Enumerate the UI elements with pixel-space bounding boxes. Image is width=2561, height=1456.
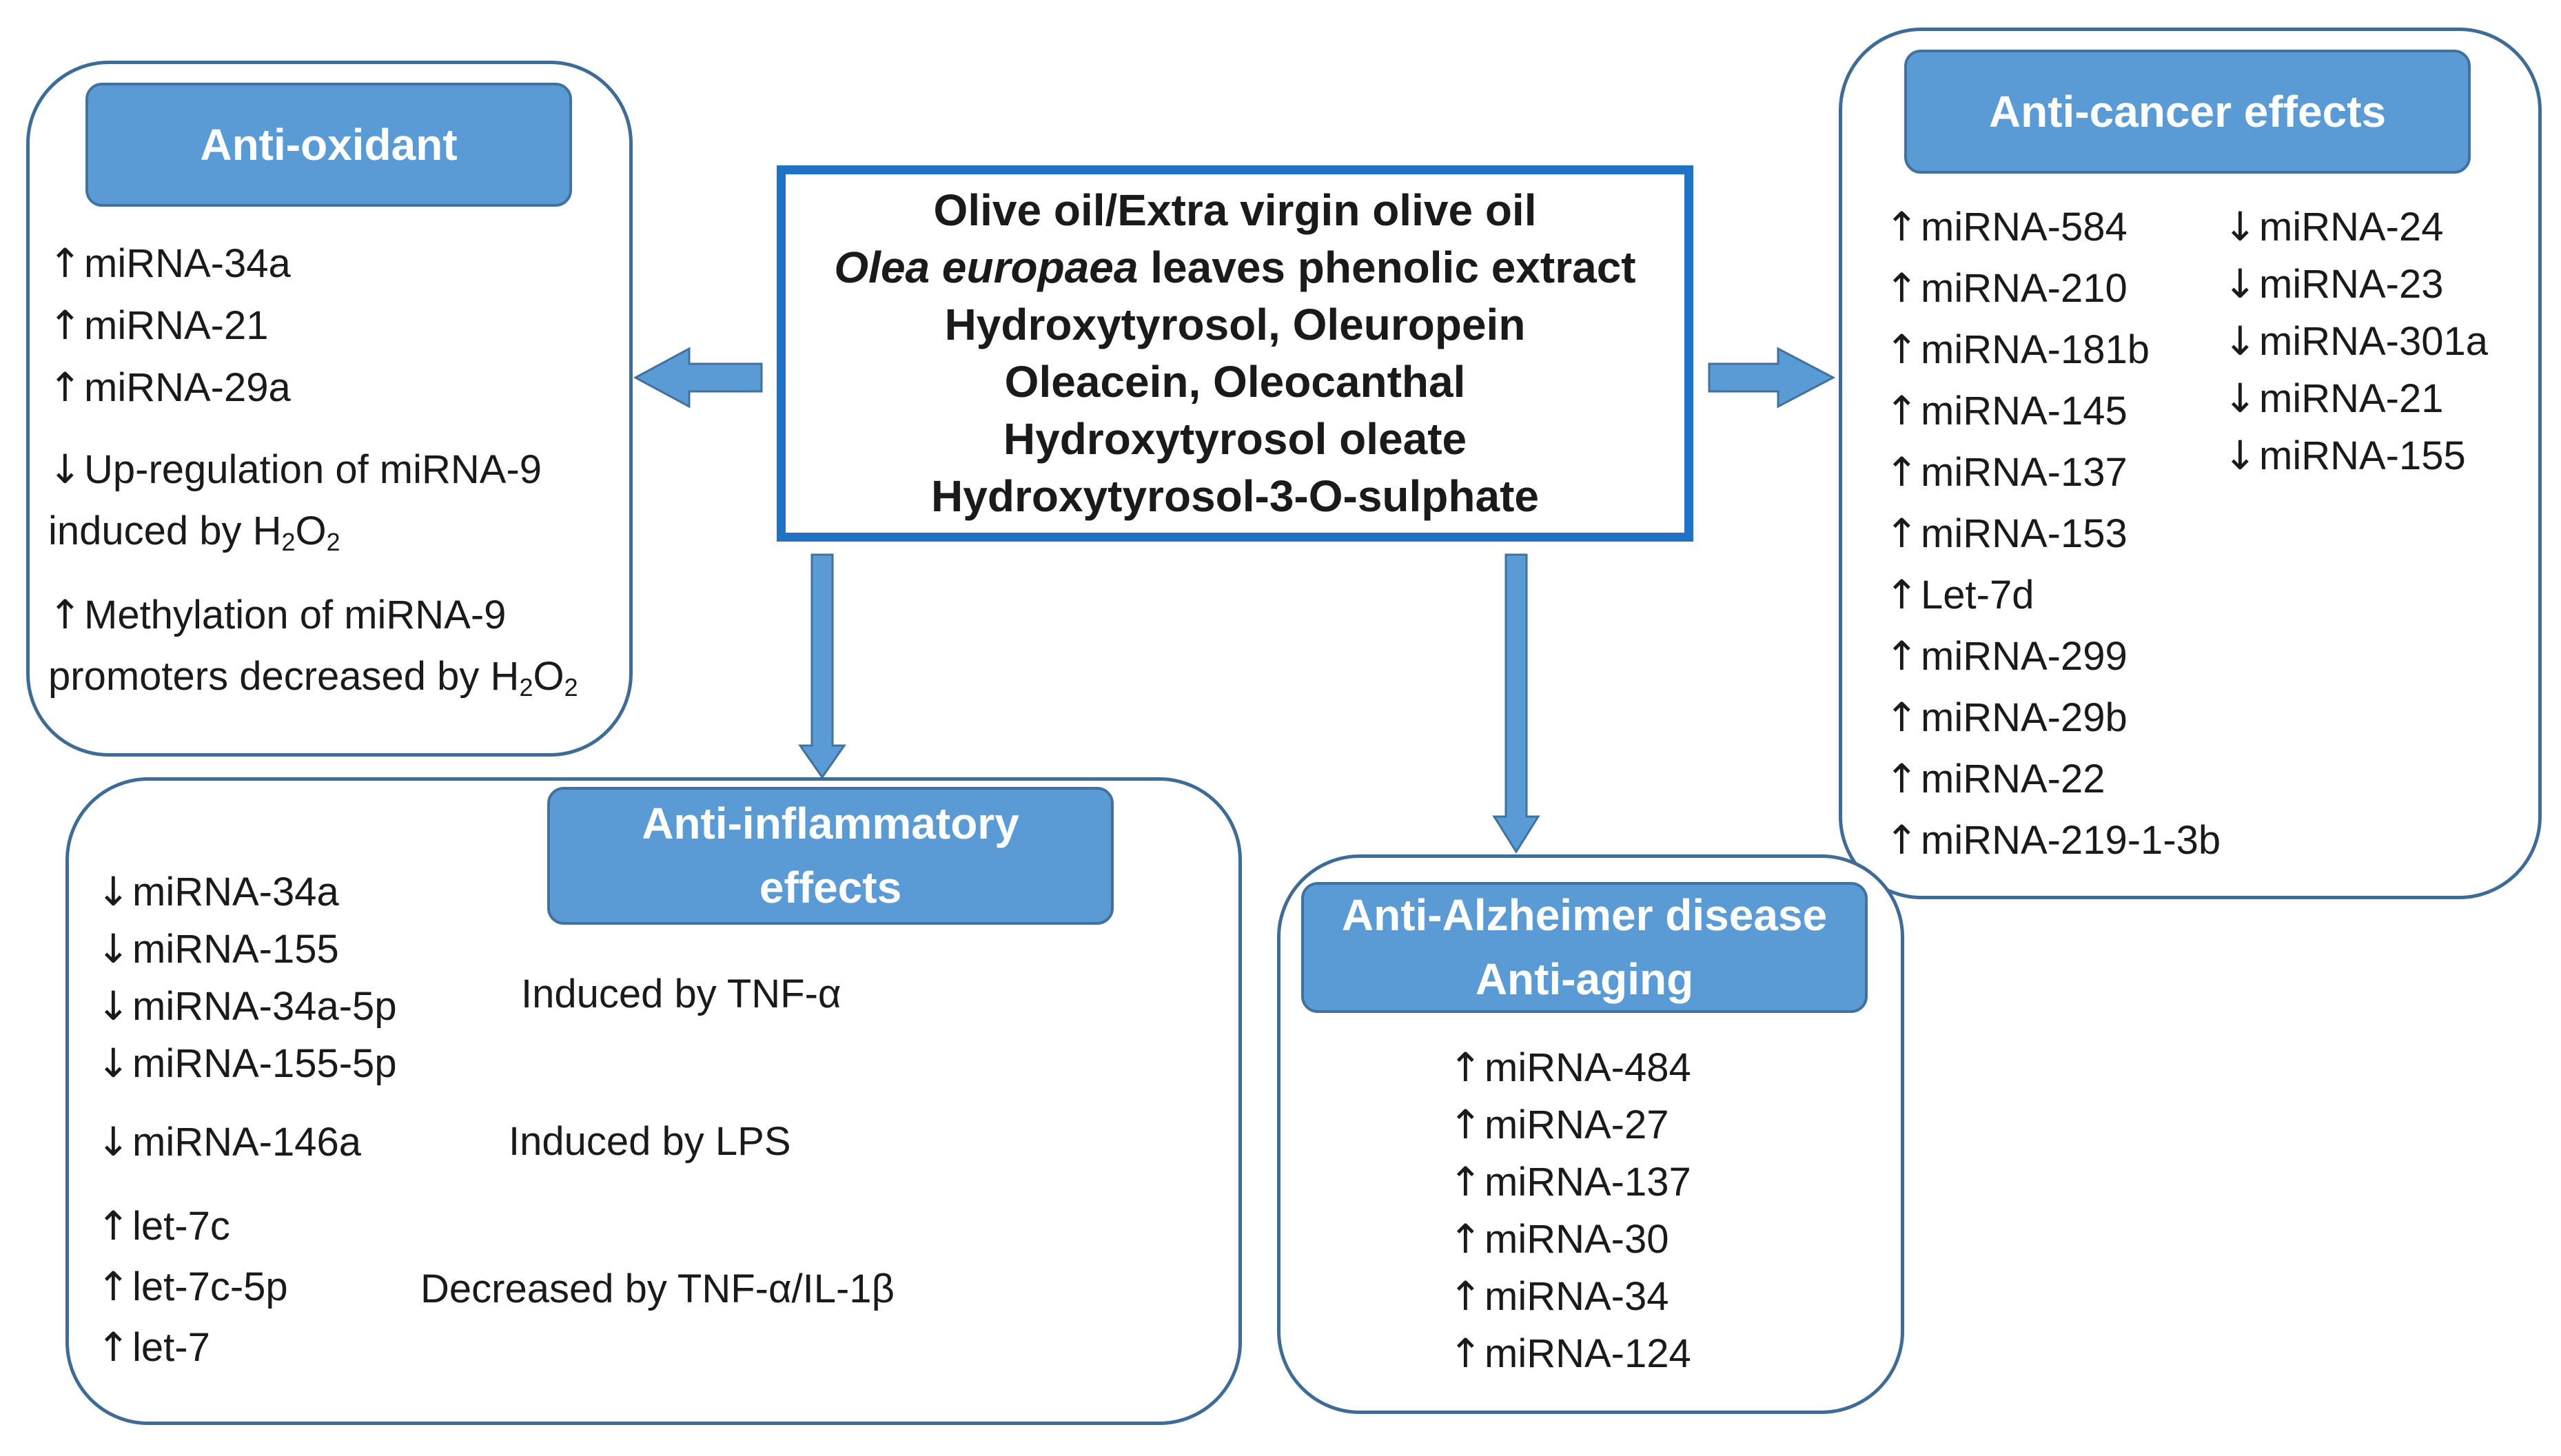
antioxidant-item-3: ↑miRNA-29a bbox=[48, 364, 291, 411]
anticancer-up-item: ↑miRNA-210 bbox=[1885, 265, 2128, 311]
anticancer-down-item: ↓miRNA-23 bbox=[2223, 260, 2444, 307]
label-induced-tnf: Induced by TNF-α bbox=[521, 972, 841, 1016]
antiinflammatory-header: Anti-inflammatory effects bbox=[547, 787, 1114, 925]
inflam-group2-item: ↑let-7 bbox=[96, 1324, 210, 1371]
inflam-item-146a: ↓miRNA-146a bbox=[96, 1118, 361, 1165]
anticancer-up-item: ↑miRNA-145 bbox=[1885, 387, 2128, 434]
anticancer-up-item: ↑miRNA-181b bbox=[1885, 326, 2150, 373]
center-line-6: Hydroxytyrosol-3-O-sulphate bbox=[931, 471, 1539, 521]
inflam-group1-item: ↓miRNA-155-5p bbox=[96, 1040, 397, 1087]
inflam-group2-item: ↑let-7c-5p bbox=[96, 1263, 288, 1310]
alzheimer-item: ↑miRNA-30 bbox=[1449, 1216, 1669, 1262]
anticancer-down-item: ↓miRNA-301a bbox=[2223, 318, 2488, 365]
alzheimer-item: ↑miRNA-34 bbox=[1449, 1273, 1669, 1320]
anticancer-up-item: ↑miRNA-137 bbox=[1885, 449, 2128, 495]
olive-compounds-box: Olive oil/Extra virgin olive oil Olea eu… bbox=[777, 165, 1693, 542]
label-induced-lps: Induced by LPS bbox=[509, 1119, 791, 1164]
antioxidant-note-2: ↑Methylation of miRNA-9 bbox=[48, 591, 507, 638]
arrow-to-antioxidant bbox=[633, 347, 763, 409]
antioxidant-note-2b: promoters decreased by H2O2 bbox=[48, 654, 578, 701]
label-decreased-tnf-il1b: Decreased by TNF-α/IL-1β bbox=[420, 1267, 895, 1311]
anticancer-up-item: ↑miRNA-584 bbox=[1885, 203, 2128, 250]
anticancer-up-item: ↑miRNA-219-1-3b bbox=[1885, 817, 2221, 863]
alzheimer-item: ↑miRNA-137 bbox=[1449, 1158, 1691, 1205]
antioxidant-item-1: ↑miRNA-34a bbox=[48, 240, 291, 287]
alzheimer-item: ↑miRNA-27 bbox=[1449, 1101, 1669, 1148]
antioxidant-item-2: ↑miRNA-21 bbox=[48, 302, 269, 349]
center-line-3: Hydroxytyrosol, Oleuropein bbox=[944, 300, 1526, 349]
inflam-group2-item: ↑let-7c bbox=[96, 1202, 230, 1249]
anticancer-up-item: ↑miRNA-299 bbox=[1885, 633, 2128, 679]
alzheimer-header: Anti-Alzheimer disease Anti-aging bbox=[1301, 882, 1868, 1013]
anticancer-down-item: ↓miRNA-24 bbox=[2223, 203, 2444, 250]
center-line-2: Olea europaea leaves phenolic extract bbox=[834, 243, 1636, 292]
inflam-group1-item: ↓miRNA-34a-5p bbox=[96, 983, 397, 1029]
anticancer-header: Anti-cancer effects bbox=[1904, 50, 2471, 174]
antioxidant-header: Anti-oxidant bbox=[85, 83, 572, 207]
anticancer-down-item: ↓miRNA-21 bbox=[2223, 375, 2444, 422]
alzheimer-item: ↑miRNA-124 bbox=[1449, 1330, 1691, 1377]
anticancer-up-item: ↑miRNA-22 bbox=[1885, 755, 2105, 802]
anticancer-up-item: ↑miRNA-153 bbox=[1885, 510, 2128, 557]
inflam-group1-item: ↓miRNA-34a bbox=[96, 868, 339, 915]
center-line-1: Olive oil/Extra virgin olive oil bbox=[933, 185, 1537, 235]
arrow-to-anticancer bbox=[1708, 347, 1836, 409]
alzheimer-item: ↑miRNA-484 bbox=[1449, 1044, 1691, 1091]
center-italic-species: Olea europaea bbox=[834, 243, 1139, 292]
inflam-group1-item: ↓miRNA-155 bbox=[96, 925, 339, 972]
center-line-5: Hydroxytyrosol oleate bbox=[1003, 414, 1467, 464]
anticancer-up-item: ↑miRNA-29b bbox=[1885, 694, 2128, 741]
anticancer-up-item: ↑Let-7d bbox=[1885, 571, 2034, 618]
anticancer-down-item: ↓miRNA-155 bbox=[2223, 432, 2466, 479]
center-line-4: Oleacein, Oleocanthal bbox=[1004, 357, 1466, 407]
arrow-to-alzheimer bbox=[1492, 553, 1540, 854]
antioxidant-note-1: ↓Up-regulation of miRNA-9 bbox=[48, 446, 542, 493]
antioxidant-note-1b: induced by H2O2 bbox=[48, 509, 340, 556]
arrow-to-antiinflammatory bbox=[798, 553, 846, 779]
